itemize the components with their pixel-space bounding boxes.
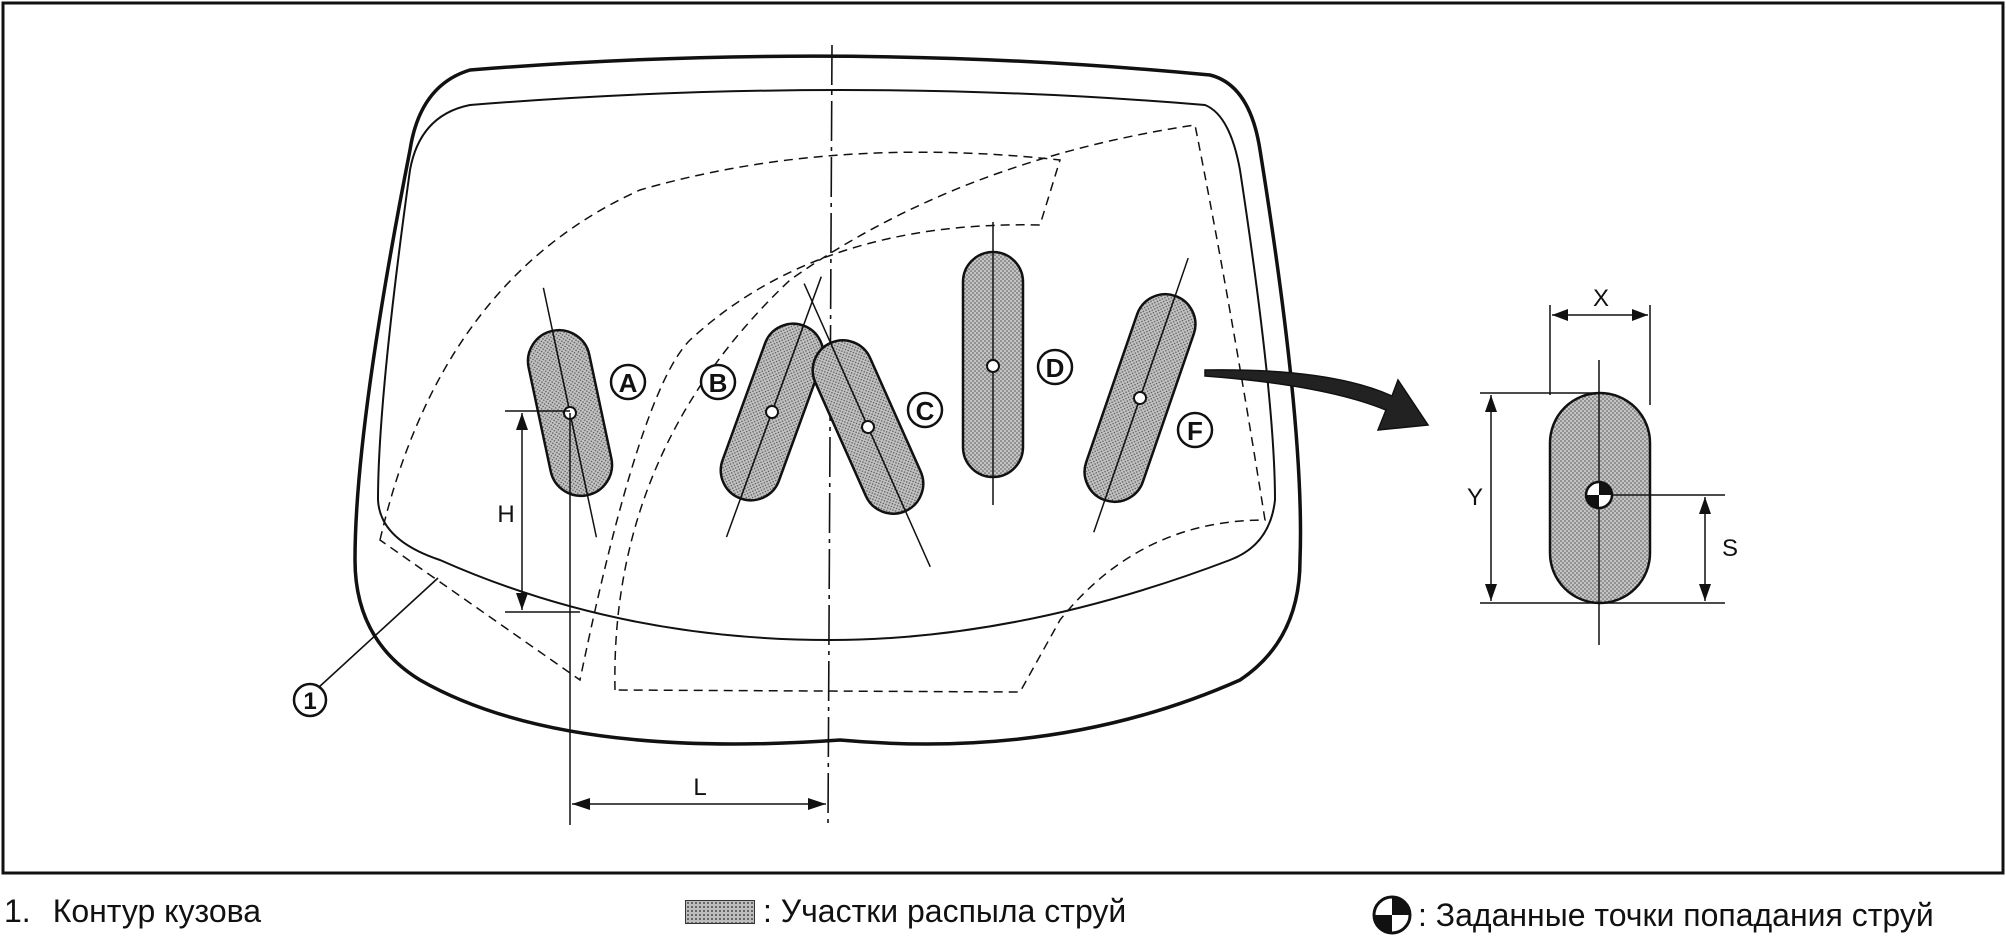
legend-item-text: Контур кузова — [52, 893, 262, 929]
callout-body-outline: 1 — [292, 577, 439, 718]
target-point-icon — [1584, 480, 1614, 510]
dimension-h: H — [497, 410, 580, 613]
dimension-y: Y — [1467, 392, 1600, 604]
legend-body-outline: 1. Контур кузова — [4, 893, 261, 930]
svg-text:F: F — [1187, 416, 1203, 446]
svg-text:B: B — [709, 368, 728, 398]
spray-pattern-f — [1083, 257, 1197, 533]
dimension-l: L — [569, 413, 826, 825]
center-line — [827, 44, 833, 826]
nozzle-label-d: D — [1036, 348, 1074, 386]
svg-text:Y: Y — [1467, 484, 1483, 511]
spray-pattern-b — [719, 276, 825, 538]
diagram-frame — [1, 1, 2005, 875]
nozzle-label-c: C — [906, 391, 944, 429]
spray-pattern-c — [803, 283, 931, 568]
windshield-outer-outline — [353, 54, 1303, 746]
dimension-x: X — [1549, 285, 1651, 405]
legend-item-number: 1. — [4, 893, 31, 929]
svg-text:C: C — [916, 396, 935, 426]
dimension-s: S — [1600, 494, 1738, 604]
wiper-area-left — [379, 151, 1061, 682]
svg-text:H: H — [497, 501, 514, 528]
nozzle-label-b: B — [699, 363, 737, 401]
svg-text:X: X — [1593, 285, 1609, 312]
legend-target-text: : Заданные точки попадания струй — [1418, 896, 1934, 933]
svg-text:A: A — [619, 368, 638, 398]
target-point-legend-icon — [1372, 895, 1412, 935]
detail-arrow — [1204, 369, 1430, 431]
wiper-area-right — [614, 124, 1266, 693]
svg-text:1: 1 — [303, 688, 316, 715]
svg-text:L: L — [693, 774, 706, 801]
legend-spray-text: : Участки распыла струй — [763, 893, 1127, 929]
nozzle-label-a: A — [609, 363, 647, 401]
legend-spray-area: : Участки распыла струй — [685, 893, 1126, 930]
nozzle-label-f: F — [1176, 411, 1214, 449]
svg-text:D: D — [1046, 353, 1065, 383]
spray-area-swatch-icon — [685, 899, 755, 924]
legend-target-point: : Заданные точки попадания струй — [1370, 893, 1934, 937]
spray-pattern-d — [961, 222, 1025, 505]
windshield-inner-outline — [376, 89, 1277, 642]
svg-text:S: S — [1722, 535, 1738, 562]
